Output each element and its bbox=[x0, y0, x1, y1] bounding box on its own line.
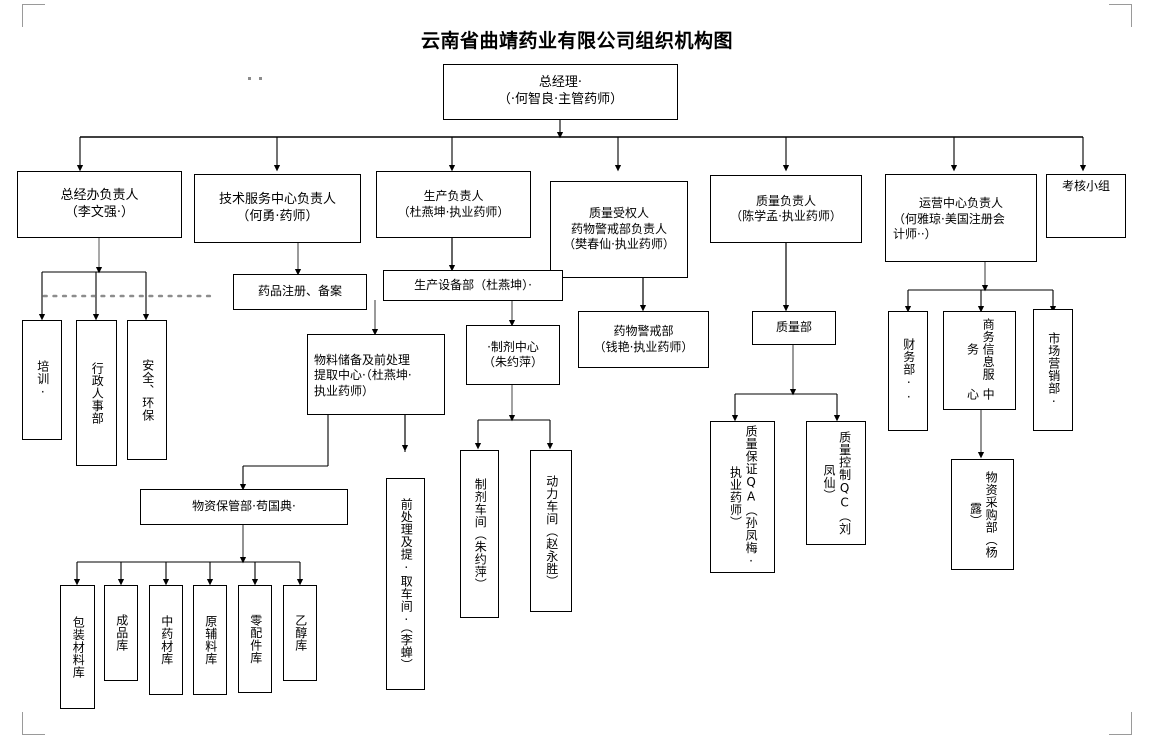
node-quality-control-qc[interactable]: 质量控制QC（刘凤仙） bbox=[806, 421, 866, 545]
node-label: 行政人事部 bbox=[90, 361, 105, 425]
node-warehouse-packaging-materials[interactable]: 包装材料库 bbox=[60, 585, 95, 709]
node-quality-manager[interactable]: 质量负责人 （陈学孟·执业药师） bbox=[710, 175, 862, 243]
node-label: 质量部 bbox=[775, 320, 812, 335]
node-label-line2: 提取中心·（杜燕坤· bbox=[314, 368, 412, 383]
node-label-line1: 质量负责人 bbox=[755, 193, 816, 208]
node-label-line1: 运营中心负责人 bbox=[918, 196, 1003, 211]
node-business-information-service-center[interactable]: 商务信息服务 中心 bbox=[943, 311, 1016, 410]
node-label: 乙醇库 bbox=[293, 614, 308, 652]
node-label-line1: 技术服务中心负责人 bbox=[218, 191, 336, 207]
crop-mark-bottom-right bbox=[1109, 712, 1132, 735]
node-label-line1: 质量受权人 bbox=[588, 206, 649, 221]
node-label-line2: （钱艳·执业药师） bbox=[593, 339, 694, 354]
node-quality-authorized-person[interactable]: 质量受权人 药物警戒部负责人 （樊春仙·执业药师） bbox=[550, 181, 688, 278]
node-label-line1: ·制剂中心 bbox=[487, 339, 539, 354]
node-label-col2: 中心 bbox=[965, 388, 996, 401]
node-gm-line1: 总经理· bbox=[538, 75, 583, 91]
node-label-line2: （陈学孟·执业药师） bbox=[730, 209, 842, 223]
node-label: 生产设备部（杜燕坤）· bbox=[414, 277, 532, 292]
node-production-manager[interactable]: 生产负责人 （杜燕坤·执业药师） bbox=[376, 171, 531, 238]
node-pretreatment-extraction-workshop[interactable]: 前处理及提·取车间·（李蝉） bbox=[386, 478, 425, 690]
node-label-line3: （樊春仙·执业药师） bbox=[563, 237, 675, 252]
node-material-storage-pretreatment-center[interactable]: 物料储备及前处理 提取中心·（杜燕坤· 执业药师） bbox=[307, 334, 445, 415]
node-label: 零配件库 bbox=[248, 614, 263, 664]
node-marketing-dept[interactable]: 市场营销部· bbox=[1033, 309, 1073, 431]
node-label: 前处理及提·取车间·（李蝉） bbox=[399, 497, 414, 671]
node-general-manager[interactable]: 总经理· （·何智良·主管药师） bbox=[443, 64, 678, 120]
formatting-mark bbox=[248, 77, 251, 80]
node-label-line2: 药物警戒部负责人 bbox=[570, 221, 667, 236]
node-label-line2: （杜燕坤·执业药师） bbox=[397, 204, 510, 219]
node-label: 财务部·· bbox=[901, 337, 916, 405]
node-label: 安全、环保 bbox=[140, 358, 155, 422]
node-label-col1: 商务信息服务 bbox=[965, 317, 996, 381]
node-quality-assurance-qa[interactable]: 质量保证QA（孙凤梅·执业药师） bbox=[710, 421, 775, 573]
node-label: 包装材料库 bbox=[71, 615, 86, 679]
crop-mark-bottom-left bbox=[22, 712, 45, 735]
node-label: 动力车间（赵永胜） bbox=[544, 474, 559, 588]
node-label: 质量保证QA（孙凤梅·执业药师） bbox=[728, 425, 759, 569]
node-hr-admin-dept[interactable]: 行政人事部 bbox=[76, 320, 117, 466]
node-label: 物资保管部·苟国典· bbox=[192, 499, 296, 514]
node-gm-line2: （·何智良·主管药师） bbox=[497, 92, 624, 107]
node-label: 物资采购部（杨露） bbox=[968, 470, 999, 559]
node-technical-service-center[interactable]: 技术服务中心负责人 （何勇·药师） bbox=[194, 174, 361, 243]
node-warehouse-chinese-medicinal-materials[interactable]: 中药材库 bbox=[149, 585, 183, 695]
node-production-equipment-dept[interactable]: 生产设备部（杜燕坤）· bbox=[383, 270, 563, 301]
node-label: 质量控制QC（刘凤仙） bbox=[822, 431, 852, 535]
node-label-line1: 生产负责人 bbox=[423, 189, 484, 204]
node-pharmacovigilance-dept[interactable]: 药物警戒部 （钱艳·执业药师） bbox=[578, 311, 709, 368]
node-label: 药品注册、备案 bbox=[257, 284, 342, 299]
node-warehouse-spare-parts[interactable]: 零配件库 bbox=[238, 585, 272, 693]
node-label-line2: （何雅琼·美国注册会 bbox=[893, 211, 1005, 226]
node-general-affairs-office[interactable]: 总经办负责人 （李文强·） bbox=[17, 171, 182, 238]
node-label: 原辅料库 bbox=[203, 615, 218, 665]
node-drug-registration-filing[interactable]: 药品注册、备案 bbox=[233, 274, 367, 310]
node-label-line2: （李文强·） bbox=[64, 204, 135, 220]
node-training[interactable]: 培训· bbox=[22, 320, 62, 440]
node-quality-dept[interactable]: 质量部 bbox=[752, 311, 836, 345]
crop-mark-top-right bbox=[1109, 4, 1132, 27]
node-preparation-center[interactable]: ·制剂中心 （朱约萍） bbox=[466, 325, 560, 385]
node-label: 市场营销部· bbox=[1046, 331, 1061, 409]
node-label-line1: 药物警戒部 bbox=[613, 324, 674, 339]
node-warehouse-ethanol[interactable]: 乙醇库 bbox=[283, 585, 317, 681]
node-safety-environment[interactable]: 安全、环保 bbox=[127, 320, 167, 460]
node-label-line1: 考核小组 bbox=[1061, 179, 1110, 193]
node-finance-dept[interactable]: 财务部·· bbox=[888, 311, 928, 431]
formatting-mark bbox=[259, 77, 262, 80]
crop-mark-top-left bbox=[22, 4, 45, 27]
node-label: 中药材库 bbox=[159, 615, 174, 665]
node-label: 培训· bbox=[35, 360, 50, 400]
node-label: 成品库 bbox=[114, 614, 129, 652]
page-title: 云南省曲靖药业有限公司组织机构图 bbox=[420, 30, 733, 52]
node-preparation-workshop[interactable]: 制剂车间（朱约萍） bbox=[460, 450, 499, 618]
node-label-line3: 执业药师） bbox=[314, 383, 375, 398]
node-label-line2: （朱约萍） bbox=[482, 355, 543, 369]
node-procurement-dept[interactable]: 物资采购部（杨露） bbox=[951, 459, 1014, 570]
node-label-line1: 总经办负责人 bbox=[60, 187, 139, 203]
node-operations-center[interactable]: 运营中心负责人 （何雅琼·美国注册会 计师··） bbox=[885, 174, 1037, 262]
node-label-line1: 物料储备及前处理 bbox=[314, 352, 411, 367]
node-power-workshop[interactable]: 动力车间（赵永胜） bbox=[530, 450, 572, 612]
node-assessment-group[interactable]: 考核小组 bbox=[1046, 174, 1126, 238]
node-warehouse-raw-auxiliary-materials[interactable]: 原辅料库 bbox=[193, 585, 227, 695]
node-materials-custody-dept[interactable]: 物资保管部·苟国典· bbox=[140, 489, 348, 525]
node-label-line2: （何勇·药师） bbox=[236, 208, 319, 224]
node-warehouse-finished-goods[interactable]: 成品库 bbox=[104, 585, 138, 681]
node-label-line3: 计师··） bbox=[893, 227, 937, 242]
node-label: 制剂车间（朱约萍） bbox=[473, 477, 488, 591]
